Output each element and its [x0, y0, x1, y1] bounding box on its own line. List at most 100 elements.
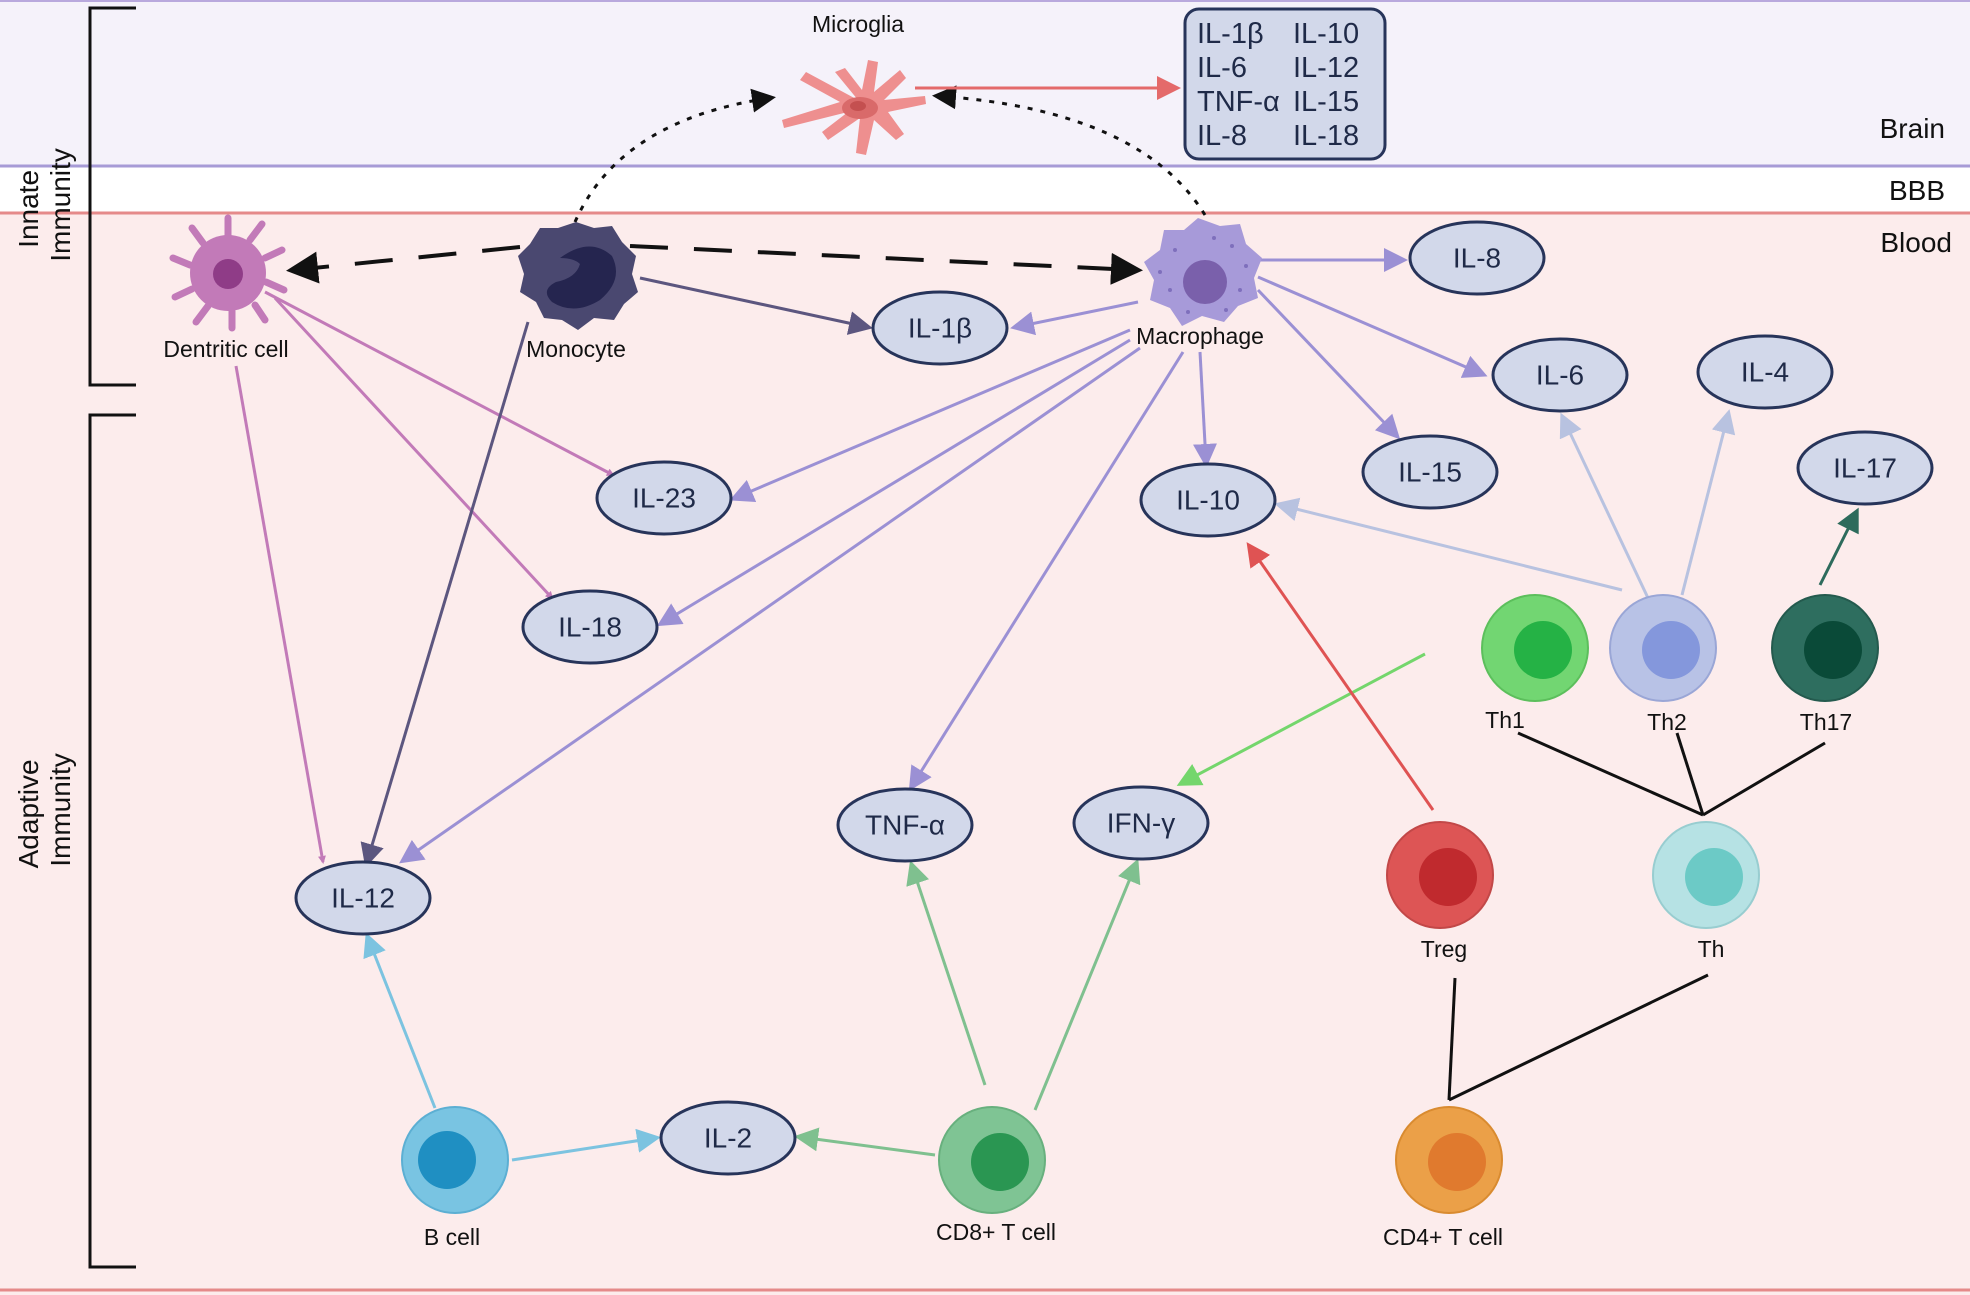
cytokine-il2: IL-2 [659, 1100, 797, 1176]
dendritic-cell [169, 214, 288, 332]
macrophage-to-tnfa-arrow [908, 351, 1185, 792]
macrophage-cell [1144, 218, 1262, 326]
cd4-cell [1395, 1106, 1503, 1214]
cytokine-label: IL-8 [1453, 242, 1501, 273]
adaptive-bracket [88, 413, 136, 1269]
dendritic-label: Dentritic cell [163, 336, 288, 362]
th2-label: Th2 [1647, 709, 1687, 735]
cytokine-label: IL-4 [1741, 356, 1789, 387]
cytokine-label: IL-23 [632, 482, 696, 513]
bcell-to-il12-arrow [363, 932, 437, 1109]
monocyte-label: Monocyte [526, 336, 626, 362]
cd4-to-th-line [1448, 973, 1709, 1102]
cytokine-label: IL-10 [1176, 484, 1240, 515]
th-to-th1-line [1517, 731, 1704, 817]
monocyte-to-il12-arrow [360, 321, 530, 868]
innate-label: Innate Immunity [13, 148, 76, 262]
cd4-to-treg-line [1447, 977, 1457, 1101]
box-cytokine: IL-15 [1293, 86, 1359, 118]
cd8-cell [938, 1106, 1046, 1214]
th1-cell [1481, 594, 1589, 702]
cd8-to-tnfa-arrow [906, 860, 987, 1086]
cytokine-il1b: IL-1β [871, 290, 1009, 366]
treg-cell [1386, 821, 1494, 929]
th17-label: Th17 [1800, 709, 1852, 735]
monocyte-to-il1b-arrow [639, 276, 873, 335]
cytokine-label: IL-12 [331, 882, 395, 913]
box-cytokine: IL-8 [1197, 120, 1247, 152]
macrophage-to-il12-arrow [399, 346, 1141, 864]
cytokine-il18: IL-18 [521, 589, 659, 665]
cytokine-label: IL-1β [908, 312, 972, 343]
macrophage-to-il1b-arrow [1010, 300, 1139, 336]
brain-region [0, 0, 1970, 166]
bcell-label: B cell [424, 1224, 480, 1250]
cytokine-il23: IL-23 [595, 460, 733, 536]
th2-to-il10-arrow [1274, 497, 1623, 592]
dendritic-to-il23-arrow [264, 290, 615, 477]
cytokine-label: IL-15 [1398, 456, 1462, 487]
monocyte-to-dendritic-arrow [286, 245, 521, 284]
box-cytokine: IL-12 [1293, 52, 1359, 84]
cytokine-il15: IL-15 [1361, 434, 1499, 510]
bbb-region [0, 166, 1970, 213]
th2-to-il4-arrow [1680, 409, 1736, 596]
cd8-label: CD8+ T cell [936, 1219, 1056, 1245]
cytokine-il8: IL-8 [1408, 220, 1546, 296]
th-to-th2-line [1675, 732, 1705, 816]
box-cytokine: IL-10 [1293, 18, 1359, 50]
cytokine-label: TNF-α [865, 809, 945, 840]
cytokine-label: IL-18 [558, 611, 622, 642]
microglia-cytokine-box: IL-1β IL-6 TNF-α IL-8 IL-10 IL-12 IL-15 … [1183, 7, 1387, 161]
dendritic-to-il12-arrow [234, 365, 326, 864]
bcell-to-il2-arrow [511, 1128, 661, 1162]
th2-cell [1609, 594, 1717, 702]
cytokine-label: IL-2 [704, 1122, 752, 1153]
cytokine-ifng: IFN-γ [1072, 785, 1210, 861]
macrophage-to-il6-arrow [1257, 275, 1488, 378]
th-to-th17-line [1702, 741, 1826, 817]
monocyte-to-microglia-arrow [573, 88, 776, 223]
innate-bracket [88, 6, 136, 387]
treg-to-il10-arrow [1246, 542, 1435, 811]
macrophage-to-il15-arrow [1256, 288, 1401, 440]
monocyte-to-macrophage-arrow [629, 244, 1143, 285]
bcell-cell [401, 1106, 509, 1214]
monocyte-cell [518, 222, 638, 330]
cd8-to-il2-arrow [794, 1127, 936, 1157]
th2-to-il6-arrow [1559, 412, 1650, 599]
box-cytokine: IL-6 [1197, 52, 1247, 84]
cytokine-il12: IL-12 [294, 860, 432, 936]
cytokine-il17: IL-17 [1796, 430, 1934, 506]
cytokine-label: IL-17 [1833, 452, 1897, 483]
region-label-blood: Blood [1880, 227, 1952, 258]
box-cytokine: IL-18 [1293, 120, 1359, 152]
cd4-label: CD4+ T cell [1383, 1224, 1503, 1250]
macrophage-to-il10-arrow [1193, 351, 1218, 468]
th17-cell [1771, 594, 1879, 702]
box-cytokine: TNF-α [1197, 86, 1280, 118]
microglia-label: Microglia [812, 11, 904, 37]
region-label-brain: Brain [1880, 113, 1945, 144]
box-cytokine: IL-1β [1197, 18, 1264, 50]
dendritic-to-il18-arrow [273, 296, 554, 600]
th1-label: Th1 [1485, 707, 1525, 733]
cytokine-il6: IL-6 [1491, 337, 1629, 413]
region-label-bbb: BBB [1889, 175, 1945, 206]
th17-to-il17-arrow [1818, 507, 1859, 586]
adaptive-label: Adaptive Immunity [13, 752, 76, 869]
cytokine-label: IFN-γ [1107, 807, 1175, 838]
cytokine-il10: IL-10 [1139, 462, 1277, 538]
cytokine-label: IL-6 [1536, 359, 1584, 390]
cd8-to-ifng-arrow [1033, 858, 1141, 1111]
th1-to-ifng-arrow [1176, 652, 1426, 786]
macrophage-label: Macrophage [1136, 323, 1264, 349]
th-label: Th [1698, 936, 1725, 962]
treg-label: Treg [1421, 936, 1467, 962]
cytokine-tnfa: TNF-α [836, 787, 974, 863]
microglia-cell [782, 60, 926, 155]
cytokine-il4: IL-4 [1696, 334, 1834, 410]
macrophage-to-microglia-arrow [932, 85, 1207, 216]
macrophage-to-il18-arrow [656, 338, 1131, 627]
